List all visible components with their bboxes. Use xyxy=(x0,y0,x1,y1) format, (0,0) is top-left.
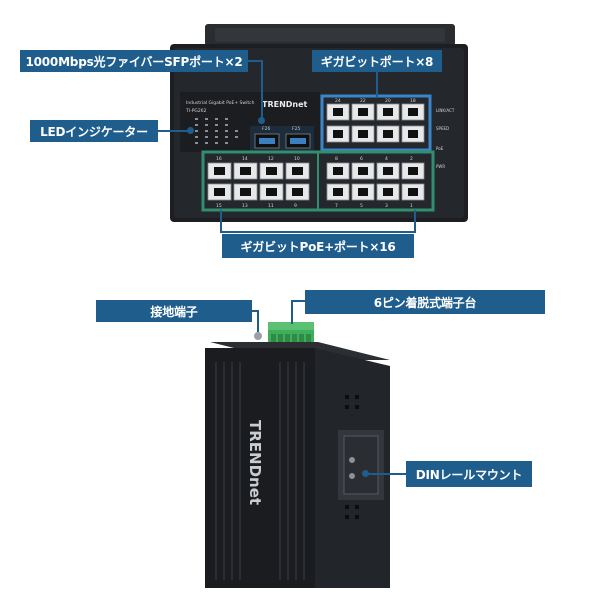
callout-ground-terminal: 接地端子 xyxy=(96,300,252,322)
switch-front-illustration: Industrial Gigabit PoE+ Switch TI-PG262 … xyxy=(170,24,468,222)
callout-poe-ports: ギガビットPoE+ポート×16 xyxy=(222,234,414,258)
port-number-2: 2 xyxy=(410,156,413,162)
port-number-4: 4 xyxy=(385,156,388,162)
port-number-13: 13 xyxy=(242,203,248,209)
marker-din xyxy=(362,470,369,477)
led-indicator-grid xyxy=(195,118,238,144)
port-number-8: 8 xyxy=(335,156,338,162)
side-label-pwr: PWR xyxy=(436,164,445,169)
port-number-9: 9 xyxy=(294,203,297,209)
port-number-11: 11 xyxy=(268,203,274,209)
side-label-poe: PoE xyxy=(436,146,444,151)
port-number-6: 6 xyxy=(360,156,363,162)
port-number-12: 12 xyxy=(268,156,274,162)
sfp-label-f26: F26 xyxy=(262,126,270,132)
side-label-speed: SPEED xyxy=(436,126,449,131)
marker-sfp xyxy=(258,117,265,124)
port-number-1: 1 xyxy=(410,203,413,209)
port-number-18: 18 xyxy=(410,98,416,104)
din-rail-clip xyxy=(338,430,384,500)
callout-din-rail: DINレールマウント xyxy=(406,461,532,487)
side-label-link: LINK/ACT xyxy=(436,108,455,113)
ground-screw-icon xyxy=(254,332,262,340)
callout-gigabit-ports: ギガビットポート×8 xyxy=(312,50,442,72)
callout-terminal-block: 6ピン着脱式端子台 xyxy=(305,290,545,314)
switch-side-illustration: TRENDnet xyxy=(205,322,390,588)
port-number-3: 3 xyxy=(385,203,388,209)
marker-led xyxy=(187,127,194,134)
brand-logo-side: TRENDnet xyxy=(246,420,264,505)
port-number-24: 24 xyxy=(335,98,341,104)
callout-sfp-ports: 1000Mbps光ファイバーSFPポート×2 xyxy=(20,50,248,72)
sfp-ports: F26 F25 xyxy=(250,126,314,152)
port-number-10: 10 xyxy=(294,156,300,162)
port-number-16: 16 xyxy=(216,156,222,162)
port-number-14: 14 xyxy=(242,156,248,162)
model-text: TI-PG262 xyxy=(185,108,207,114)
port-number-22: 22 xyxy=(360,98,366,104)
sfp-label-f25: F25 xyxy=(292,126,300,132)
brand-logo-front: TRENDnet xyxy=(262,100,308,109)
port-number-5: 5 xyxy=(360,203,363,209)
callout-led-indicator: LEDインジケーター xyxy=(30,120,158,142)
port-number-20: 20 xyxy=(385,98,391,104)
port-number-7: 7 xyxy=(335,203,338,209)
port-number-15: 15 xyxy=(216,203,222,209)
product-line-text: Industrial Gigabit PoE+ Switch xyxy=(186,100,255,106)
